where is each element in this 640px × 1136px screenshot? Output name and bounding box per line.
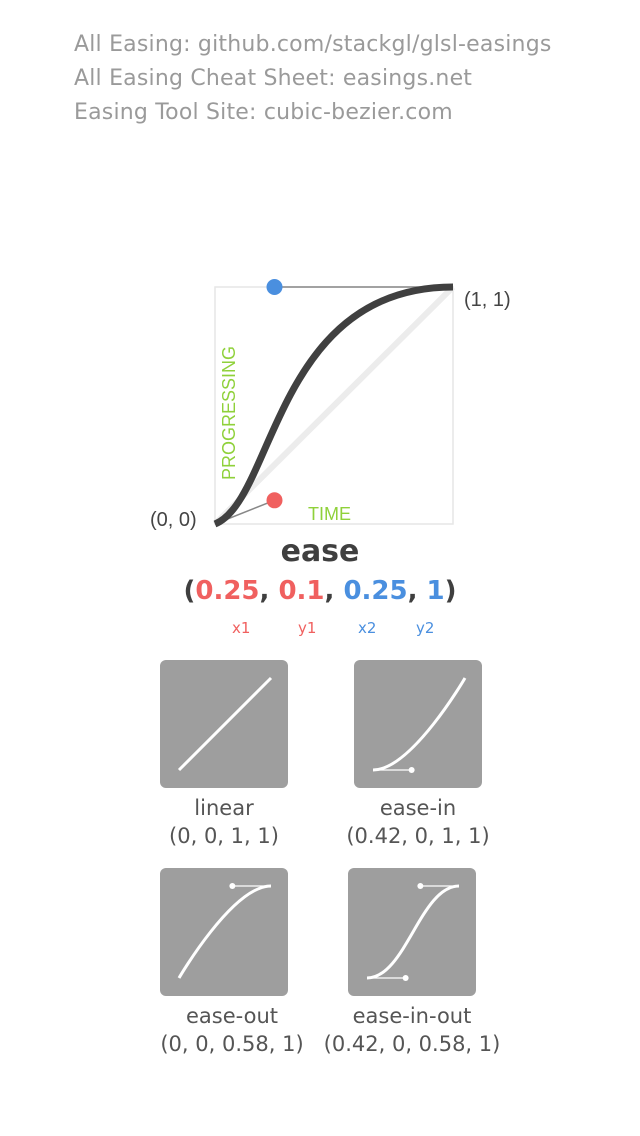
link-cubic-bezier[interactable]: Easing Tool Site: cubic-bezier.com — [74, 100, 453, 125]
params-sep-1: , — [259, 576, 279, 606]
ease-in-curve-graphic — [372, 677, 467, 773]
example-ease-out-name: ease-out — [185, 1004, 278, 1028]
param-x1-value: 0.25 — [195, 576, 260, 606]
example-ease-out-thumb[interactable] — [160, 868, 288, 996]
example-ease-in-params: (0.42, 0, 1, 1) — [346, 824, 490, 848]
bezier-diagram: (0, 0) (1, 1) PROGRESSING TIME — [150, 279, 511, 531]
y-axis-label: PROGRESSING — [219, 346, 239, 480]
thumb-curve — [372, 677, 467, 772]
param-y2-name: y2 — [416, 619, 435, 637]
param-x1-name: x1 — [232, 619, 251, 637]
thumb-control-p2 — [229, 883, 236, 889]
example-linear-caption: linear (0, 0, 1, 1) — [144, 794, 304, 850]
example-linear-params: (0, 0, 1, 1) — [169, 824, 279, 848]
thumb-control-p2 — [417, 883, 424, 889]
param-x2-value: 0.25 — [343, 576, 408, 606]
params-sep-2: , — [324, 576, 344, 606]
link-glsl-easings[interactable]: All Easing: github.com/stackgl/glsl-easi… — [74, 32, 552, 57]
control-point-p1[interactable] — [266, 492, 283, 509]
ease-curve — [213, 283, 454, 528]
example-ease-in-out-name: ease-in-out — [352, 1004, 472, 1028]
easing-title: ease — [280, 534, 360, 569]
thumb-control-p1 — [408, 767, 415, 773]
end-label: (1, 1) — [464, 289, 511, 311]
example-ease-out-caption: ease-out (0, 0, 0.58, 1) — [134, 1002, 330, 1058]
example-ease-in-out-params: (0.42, 0, 0.58, 1) — [323, 1032, 501, 1056]
example-ease-in-out-thumb[interactable] — [348, 868, 476, 996]
example-ease-out-params: (0, 0, 0.58, 1) — [160, 1032, 304, 1056]
param-y1-value: 0.1 — [278, 576, 325, 606]
thumb-control-p1 — [402, 975, 409, 981]
example-ease-in-thumb[interactable] — [354, 660, 482, 788]
link-easings-net[interactable]: All Easing Cheat Sheet: easings.net — [74, 66, 473, 91]
example-linear-name: linear — [194, 796, 254, 820]
example-ease-in-name: ease-in — [379, 796, 457, 820]
params-close: ) — [444, 576, 457, 606]
param-y2-value: 1 — [426, 576, 445, 606]
thumb-curve — [366, 884, 460, 980]
param-x2-name: x2 — [358, 619, 377, 637]
ease-in-out-curve-graphic — [366, 883, 460, 981]
control-point-p2[interactable] — [266, 279, 283, 295]
linear-curve-graphic — [177, 676, 273, 772]
ease-out-curve-graphic — [177, 883, 272, 979]
thumb-curve — [177, 676, 273, 772]
x-axis-label: TIME — [308, 504, 351, 524]
example-ease-in-out-caption: ease-in-out (0.42, 0, 0.58, 1) — [312, 1002, 512, 1058]
origin-label: (0, 0) — [150, 509, 197, 531]
example-linear-thumb[interactable] — [160, 660, 288, 788]
params-open: ( — [183, 576, 196, 606]
params-sep-3: , — [407, 576, 427, 606]
param-y1-name: y1 — [298, 619, 317, 637]
example-ease-in-caption: ease-in (0.42, 0, 1, 1) — [318, 794, 518, 850]
thumb-curve — [177, 884, 272, 979]
linear-reference-line — [212, 284, 456, 527]
reference-links: All Easing: github.com/stackgl/glsl-easi… — [74, 28, 552, 130]
easing-params: (0.25, 0.1, 0.25, 1) — [0, 576, 640, 606]
